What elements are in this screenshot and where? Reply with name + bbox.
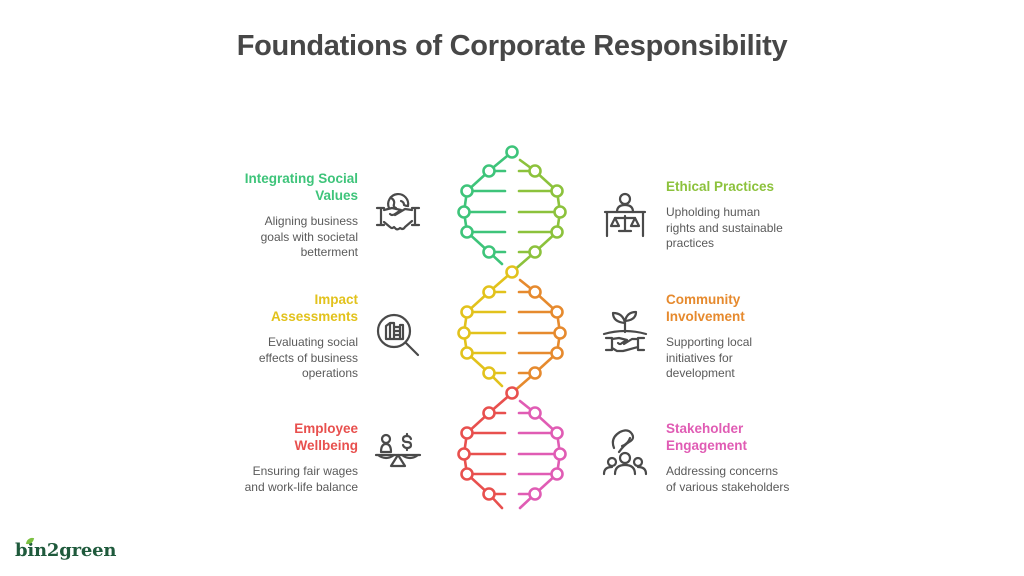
item-description: Upholding human rights and sustainable p…: [666, 205, 783, 250]
item-integrating-social-values: Integrating Social Values Aligning busin…: [158, 170, 358, 261]
person-dollar-balance-icon: [372, 430, 422, 480]
people-group-icon: [600, 428, 650, 478]
person-scales-icon: [600, 190, 650, 240]
item-description: Addressing concerns of various stakehold…: [666, 464, 790, 494]
item-heading: Stakeholder Engagement: [666, 421, 748, 453]
page-title: Foundations of Corporate Responsibility: [236, 30, 788, 62]
item-heading: Impact Assessments: [270, 292, 358, 324]
item-heading: Community Involvement: [666, 292, 745, 324]
handshake-globe-icon: [373, 188, 423, 238]
item-description: Ensuring fair wages and work-life balanc…: [244, 464, 358, 494]
item-employee-wellbeing: Employee Wellbeing Ensuring fair wages a…: [158, 420, 358, 495]
item-community-involvement: Community Involvement Supporting local i…: [666, 291, 866, 382]
magnifier-buildings-icon: [372, 309, 422, 359]
item-description: Aligning business goals with societal be…: [260, 214, 358, 259]
item-ethical-practices: Ethical Practices Upholding human rights…: [666, 178, 866, 252]
plant-handshake-icon: [600, 308, 650, 358]
item-description: Evaluating social effects of business op…: [258, 335, 358, 380]
item-description: Supporting local initiatives for develop…: [666, 335, 753, 380]
item-heading: Integrating Social Values: [244, 171, 358, 203]
item-stakeholder-engagement: Stakeholder Engagement Addressing concer…: [666, 420, 866, 495]
bin2green-logo: bin2green: [15, 536, 116, 561]
item-impact-assessments: Impact Assessments Evaluating social eff…: [158, 291, 358, 382]
item-heading: Employee Wellbeing: [294, 421, 358, 453]
item-heading: Ethical Practices: [666, 179, 775, 194]
